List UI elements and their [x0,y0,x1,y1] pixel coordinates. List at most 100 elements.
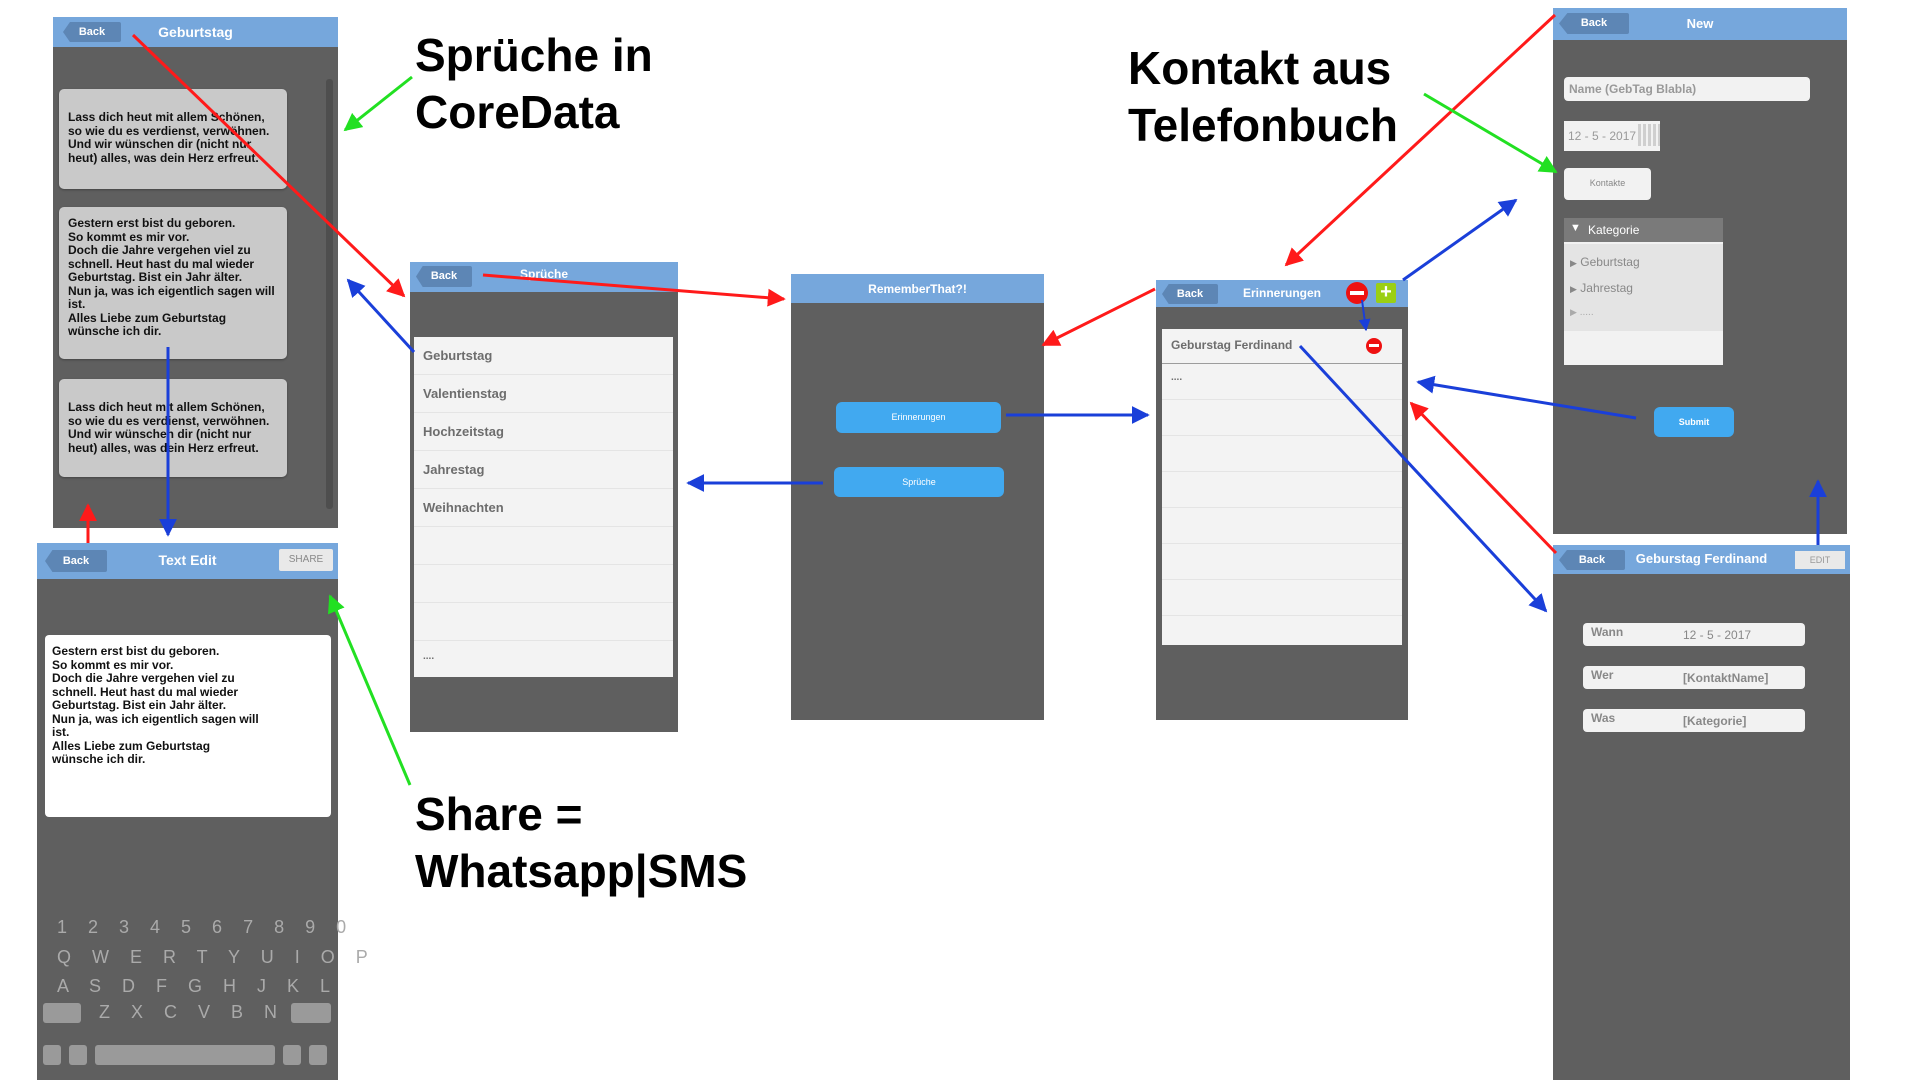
list-item[interactable]: Jahrestag [414,451,673,489]
numbers-key[interactable] [43,1045,61,1065]
list-item-label: Geburtstag [423,348,493,363]
name-input-placeholder: Name (GebTag Blabla) [1569,82,1697,96]
annotation-contacts: Kontakt aus Telefonbuch [1128,40,1398,154]
minus-bar [1350,291,1364,295]
erinnerungen-list: Geburstag Ferdinand .... [1162,329,1402,645]
screen-title: Sprüche [519,267,568,281]
text-edit-content: Gestern erst bist du geboren. So kommt e… [52,644,259,766]
keyboard-row-asdf[interactable]: A S D F G H J K L [57,976,339,996]
field-label: Wer [1591,668,1614,682]
list-item[interactable] [414,527,673,565]
sprueche-button[interactable]: Sprüche [834,467,1004,497]
pointer-contacts [1423,92,1558,174]
annotation-line: CoreData [415,86,620,138]
detail-field-was: Was [Kategorie] [1583,709,1805,732]
screen-erinnerungen: Back Erinnerungen + Geburstag Ferdinand … [1156,280,1408,720]
list-item[interactable]: .... [1162,364,1402,400]
kategorie-option[interactable]: ▶ Jahrestag [1570,281,1633,295]
screen-detail: Back Geburstag Ferdinand EDIT Wann 12 - … [1553,545,1850,1080]
kategorie-title: Kategorie [1588,223,1640,237]
annotation-line: Share = [415,788,583,840]
saying-text: Lass dich heut mit allem Schönen, so wie… [68,400,270,455]
list-item[interactable]: .... [414,641,673,676]
erinnerungen-button[interactable]: Erinnerungen [836,402,1001,433]
field-value: [KontaktName] [1683,671,1769,685]
header-bar: Back Sprüche [410,262,678,292]
saying-card[interactable]: Lass dich heut mit allem Schönen, so wie… [59,89,287,189]
header-bar: Back Text Edit SHARE [37,543,338,579]
list-item[interactable] [1162,544,1402,580]
minus-bar [1369,344,1379,347]
backspace-key[interactable] [291,1003,331,1023]
text-edit-area[interactable]: Gestern erst bist du geboren. So kommt e… [45,635,331,817]
list-item[interactable]: Weihnachten [414,489,673,527]
list-item[interactable] [1162,472,1402,508]
kategorie-panel: ▼ Kategorie ▶ Geburtstag ▶ Jahrestag ▶ .… [1564,218,1723,365]
back-button[interactable]: Back [45,550,107,572]
back-button[interactable]: Back [416,266,472,287]
arrow-back-detail [1409,401,1558,555]
list-item[interactable] [1162,580,1402,616]
kategorie-option[interactable]: ▶ Geburtstag [1570,255,1640,269]
name-input[interactable]: Name (GebTag Blabla) [1564,77,1810,101]
screen-sprueche: Back Sprüche Geburtstag Valentienstag Ho… [410,262,678,732]
saying-text: Gestern erst bist du geboren. So kommt e… [68,216,275,338]
field-value: [Kategorie] [1683,714,1747,728]
submit-button[interactable]: Submit [1654,407,1734,437]
list-item[interactable]: Geburtstag [414,337,673,375]
arrow-back-erinnerungen [1041,287,1156,347]
annotation-line: Sprüche in [415,29,653,81]
keyboard-row-zxcv[interactable]: Z X C V B N M [99,1002,322,1022]
detail-field-wann: Wann 12 - 5 - 2017 [1583,623,1805,646]
shift-key[interactable] [43,1003,81,1023]
back-button[interactable]: Back [1559,13,1629,34]
add-icon[interactable]: + [1376,282,1396,303]
back-button[interactable]: Back [1162,284,1218,304]
kontakte-button[interactable]: Kontakte [1564,168,1651,200]
scrollbar[interactable] [326,79,333,509]
list-item[interactable] [414,603,673,641]
app-title: RememberThat?! [868,282,967,296]
screen-title: New [1686,16,1714,31]
edit-button[interactable]: EDIT [1795,551,1845,569]
kategorie-option[interactable]: ▶ ..... [1570,307,1594,318]
emoji-key[interactable] [69,1045,87,1065]
date-input[interactable]: 12 - 5 - 2017 [1564,121,1660,151]
list-item[interactable] [1162,400,1402,436]
list-item[interactable]: Valentienstag [414,375,673,413]
saying-card[interactable]: Gestern erst bist du geboren. So kommt e… [59,207,287,359]
keyboard-row-qwerty[interactable]: Q W E R T Y U I O P [57,947,376,967]
period-key[interactable] [283,1045,301,1065]
sprueche-list: Geburtstag Valentienstag Hochzeitstag Ja… [414,337,673,677]
list-item-label: .... [423,651,435,662]
list-item[interactable] [414,565,673,603]
list-item-label: Weihnachten [423,500,504,515]
screen-title: Text Edit [158,552,217,568]
back-button[interactable]: Back [63,22,121,42]
list-item[interactable] [1162,508,1402,544]
space-key[interactable] [95,1045,275,1065]
keyboard-row-numbers[interactable]: 1 2 3 4 5 6 7 8 9 0 [57,917,355,937]
delete-icon[interactable] [1366,338,1382,354]
list-item-label: Hochzeitstag [423,424,504,439]
header-bar: Back Geburstag Ferdinand EDIT [1553,545,1850,574]
field-label: Wann [1591,625,1624,639]
kategorie-header[interactable]: ▼ Kategorie [1564,218,1723,242]
screen-text-edit: Back Text Edit SHARE Gestern erst bist d… [37,543,368,1080]
list-item[interactable]: Hochzeitstag [414,413,673,451]
list-item[interactable] [1162,436,1402,472]
calendar-icon[interactable] [1638,124,1660,146]
date-value: 12 - 5 - 2017 [1568,129,1637,143]
back-button[interactable]: Back [1559,550,1625,570]
kategorie-option-label: ..... [1579,307,1594,318]
share-button[interactable]: SHARE [279,549,333,571]
arrow-to-new [1402,198,1518,282]
return-key[interactable] [309,1045,327,1065]
header-bar: Back New [1553,8,1847,40]
kategorie-option-label: Jahrestag [1580,281,1633,295]
header-bar: Back Geburtstag [53,17,338,47]
remove-mode-icon[interactable] [1346,282,1368,304]
list-item[interactable]: Geburstag Ferdinand [1162,329,1402,364]
saying-card[interactable]: Lass dich heut mit allem Schönen, so wie… [59,379,287,477]
triangle-right-icon: ▶ [1570,307,1577,317]
